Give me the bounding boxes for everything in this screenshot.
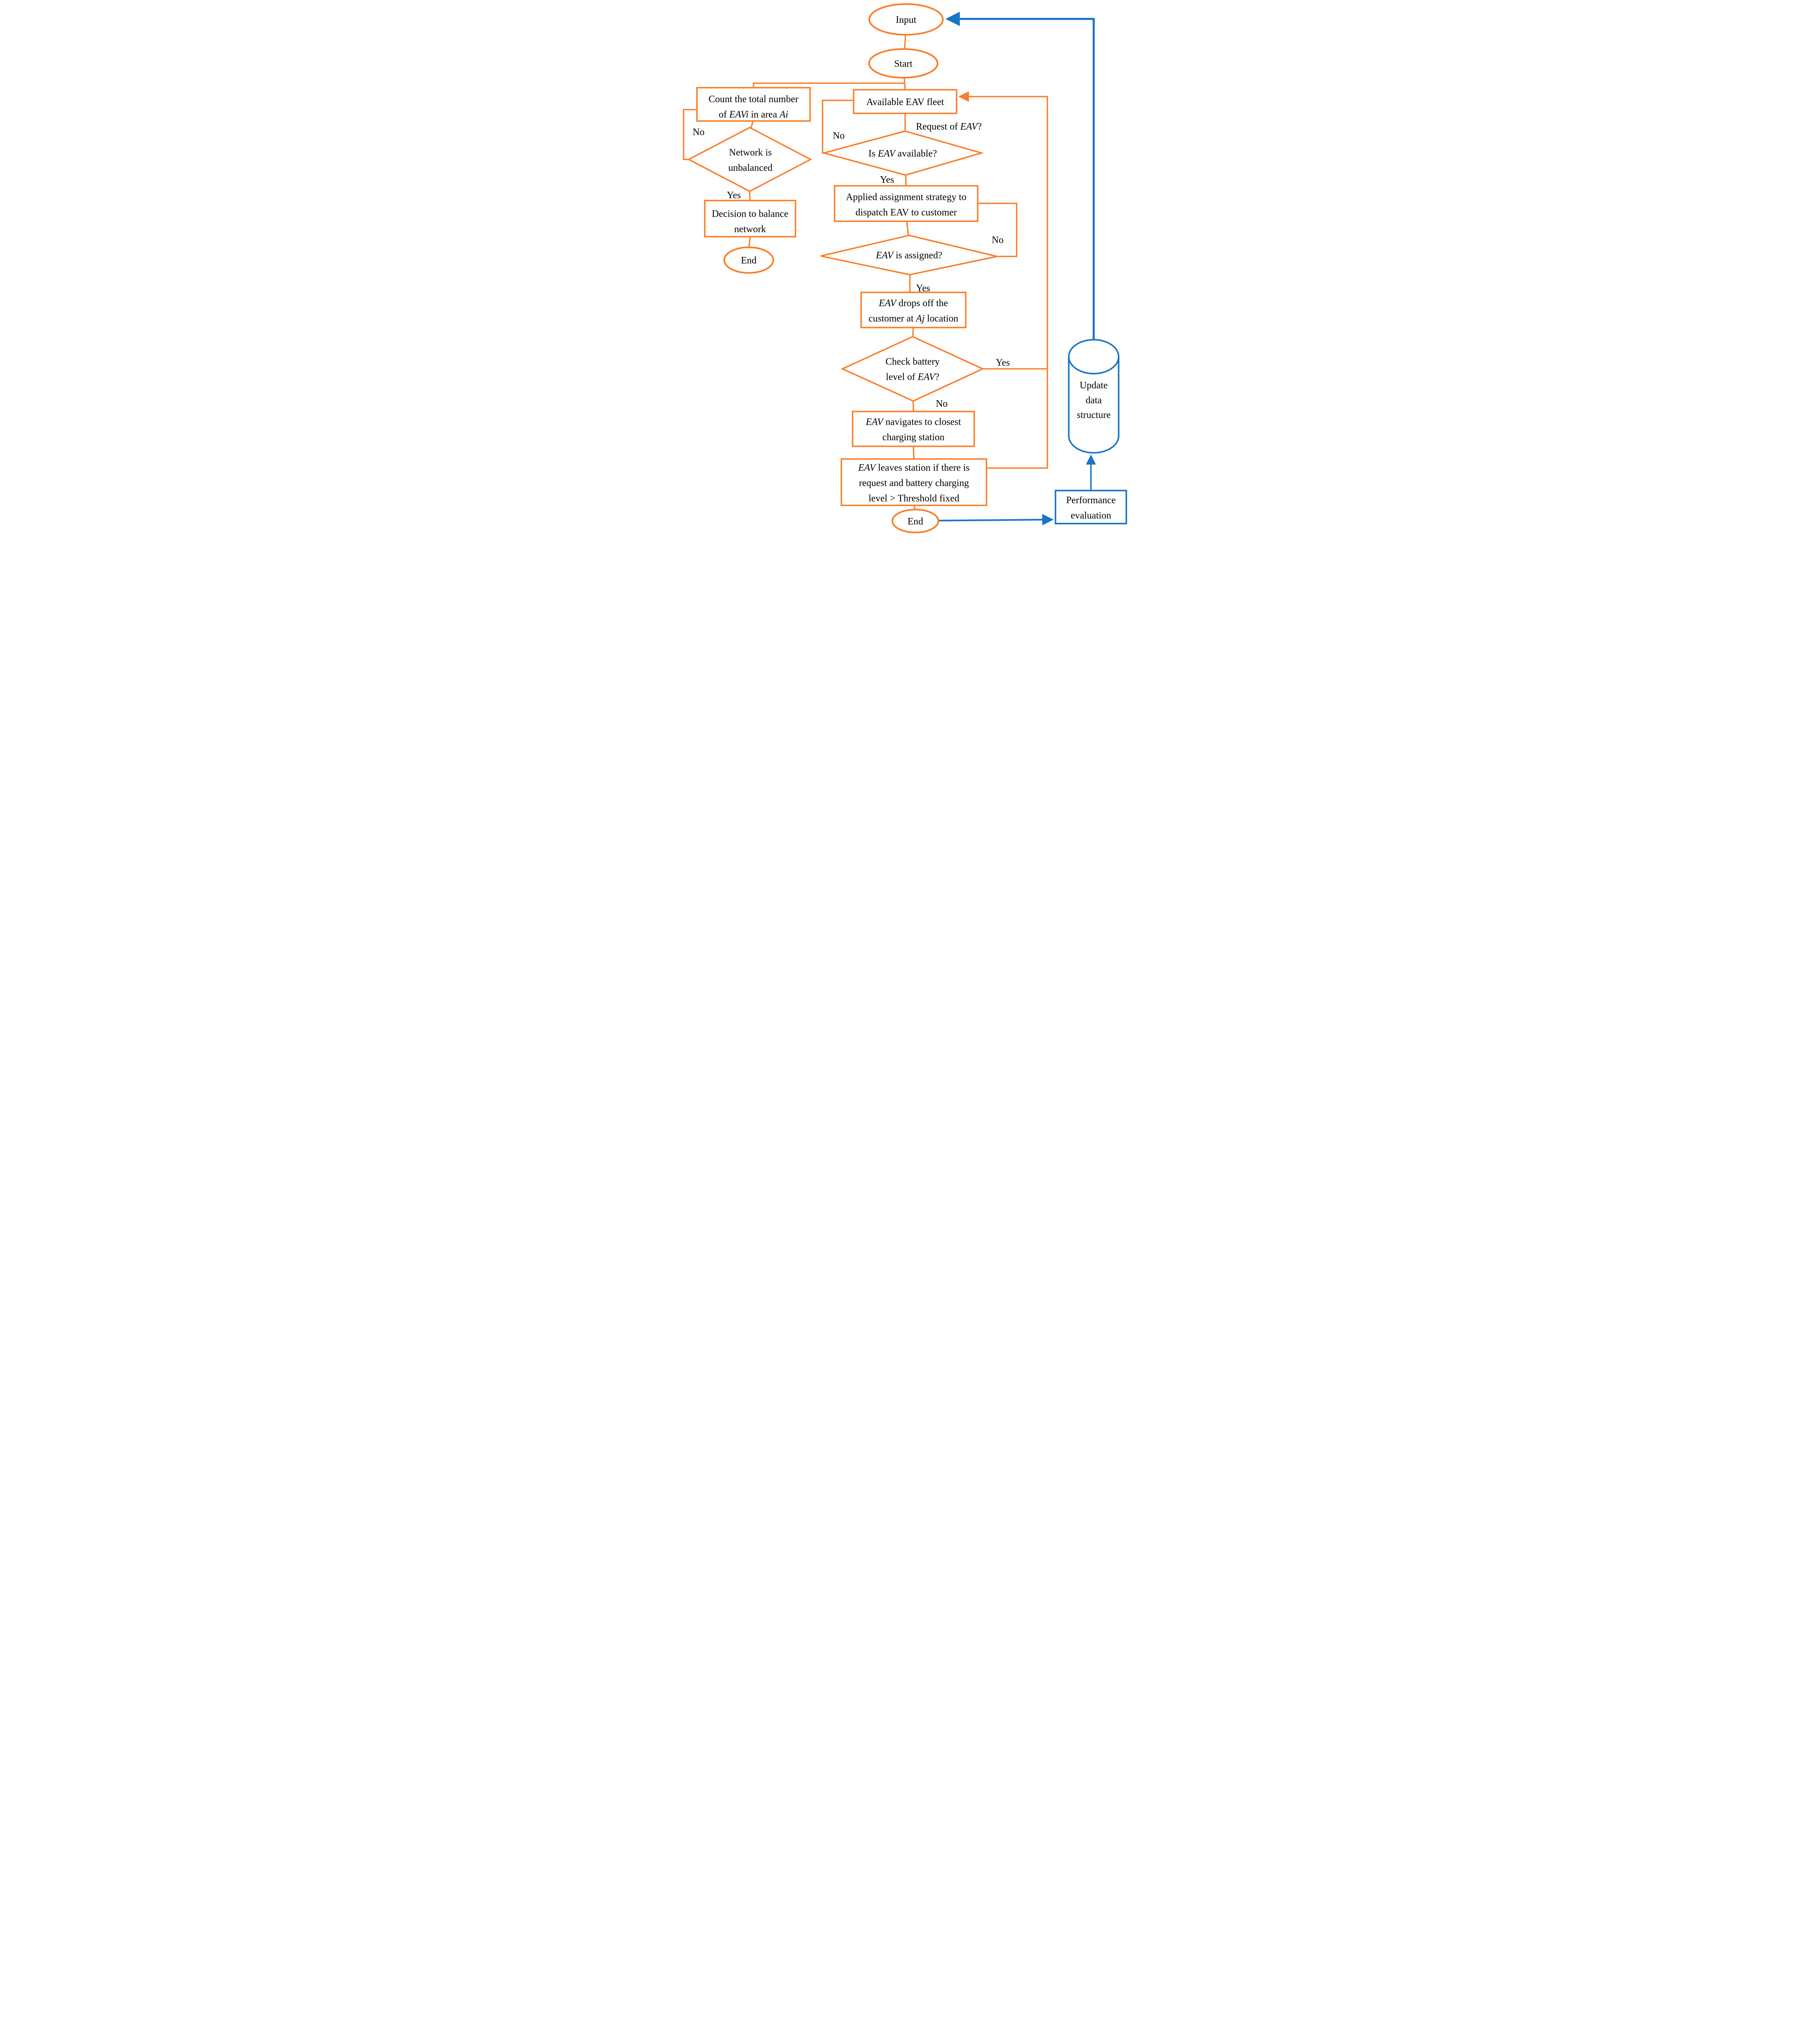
edge-network-no-loop: [682, 109, 697, 160]
navigate-line-2: charging station: [882, 432, 944, 443]
network-diamond: [687, 127, 812, 192]
leaves-line-3: level > Threshold fixed: [868, 493, 959, 504]
edge-end-to-performance: [938, 514, 1054, 526]
node-eav-drops-off: EAV drops off the customer at Aj locatio…: [860, 291, 966, 328]
edge-label-isavail-no: No: [832, 131, 844, 141]
navigate-line-1: EAV navigates to closest: [865, 417, 961, 428]
edge-drops-to-battery: [912, 327, 914, 337]
cylinder-line-1: Update: [1079, 380, 1108, 391]
node-available-fleet: Available EAV fleet: [852, 89, 957, 114]
node-count-total: Count the total number of EAVi in area A…: [696, 87, 811, 122]
end-left-label: End: [741, 256, 756, 266]
decision-line-1: Decision to balance: [712, 209, 788, 220]
edge-label-network-no: No: [693, 127, 704, 138]
applied-line-2: dispatch EAV to customer: [855, 207, 957, 218]
drops-box: [860, 291, 966, 328]
node-navigate-charging: EAV navigates to closest charging statio…: [852, 410, 975, 447]
count-line-1: Count the total number: [708, 94, 798, 105]
node-check-battery: Check battery level of EAV?: [841, 336, 984, 402]
node-is-eav-available: Is EAV available?: [821, 130, 984, 176]
isavail-line-1: Is EAV available?: [868, 148, 937, 159]
node-start: Start: [868, 48, 938, 78]
node-decision-balance: Decision to balance network: [704, 199, 796, 238]
count-line-2: of EAVi in area Ai: [719, 110, 788, 120]
node-end-bottom: End: [891, 509, 939, 533]
input-label: Input: [896, 15, 917, 25]
edge-input-to-start: [904, 35, 906, 49]
battery-diamond: [841, 336, 984, 402]
cylinder-line-2: data: [1085, 395, 1102, 406]
edge-assigned-no-loop: [978, 202, 1017, 257]
node-end-left: End: [723, 247, 774, 274]
battery-line-2: level of EAV?: [886, 372, 939, 382]
decision-line-2: network: [734, 224, 766, 235]
assigned-diamond: [820, 234, 997, 276]
assigned-line-1: EAV is assigned?: [875, 250, 942, 261]
flowchart-canvas: Input Start Count the total number of EA…: [677, 0, 1130, 538]
performance-line-1: Performance: [1066, 495, 1115, 506]
applied-box: [834, 185, 978, 222]
navigate-box: [852, 410, 975, 447]
count-box: [696, 87, 811, 122]
leaves-line-2: request and battery charging: [859, 478, 969, 489]
node-eav-assigned: EAV is assigned?: [820, 234, 997, 276]
edge-network-yes: [749, 191, 751, 201]
edge-cylinder-to-input: [945, 11, 1095, 340]
edge-label-request-of-eav: Request of EAV?: [916, 121, 982, 132]
end-bottom-ellipse: [891, 509, 939, 533]
node-applied-strategy: Applied assignment strategy to dispatch …: [834, 185, 978, 222]
edge-label-assigned-yes: Yes: [916, 283, 930, 294]
edge-count-to-network: [750, 121, 754, 128]
available-line-1: Available EAV fleet: [866, 97, 944, 108]
performance-line-2: evaluation: [1071, 511, 1111, 521]
edge-label-network-yes: Yes: [726, 190, 741, 201]
node-update-data-structure: Update data structure: [1067, 339, 1119, 454]
drops-line-1: EAV drops off the: [878, 298, 948, 309]
cylinder-line-3: structure: [1076, 410, 1110, 421]
end-left-ellipse: [723, 247, 774, 274]
end-bottom-label: End: [907, 516, 923, 527]
start-label: Start: [894, 58, 912, 69]
leaves-line-1: EAV leaves station if there is: [858, 462, 970, 473]
input-ellipse: [868, 3, 944, 36]
decision-box: [704, 199, 796, 238]
performance-box: [1054, 490, 1127, 524]
isavail-diamond: [821, 130, 984, 176]
edge-applied-to-assigned: [906, 221, 909, 235]
edge-label-battery-yes: Yes: [995, 358, 1010, 368]
node-network-unbalanced: Network is unbalanced: [687, 127, 812, 192]
node-performance-evaluation: Performance evaluation: [1054, 490, 1127, 524]
network-line-2: unbalanced: [728, 163, 772, 173]
edge-branch-to-count: [752, 82, 905, 88]
flowchart-page: Input Start Count the total number of EA…: [677, 0, 1130, 538]
battery-line-1: Check battery: [885, 356, 939, 367]
cylinder-top: [1067, 339, 1119, 374]
drops-line-2: customer at Aj location: [868, 313, 958, 324]
node-input: Input: [868, 3, 944, 36]
edge-isavail-no-loop: [821, 99, 854, 154]
edge-label-assigned-no: No: [991, 235, 1003, 246]
leaves-box: [840, 458, 987, 506]
node-eav-leaves-station: EAV leaves station if there is request a…: [840, 458, 987, 506]
cylinder-body: [1067, 356, 1119, 454]
start-ellipse: [868, 48, 938, 78]
edge-navigate-to-leaves: [912, 446, 915, 459]
edge-leaves-loop-to-available: [958, 91, 1048, 469]
available-box: [852, 89, 957, 114]
applied-line-1: Applied assignment strategy to: [846, 192, 966, 203]
edge-decision-to-end: [748, 236, 751, 248]
edge-label-isavail-yes: Yes: [880, 175, 894, 185]
network-line-1: Network is: [729, 148, 772, 158]
edge-label-battery-no: No: [935, 399, 947, 409]
